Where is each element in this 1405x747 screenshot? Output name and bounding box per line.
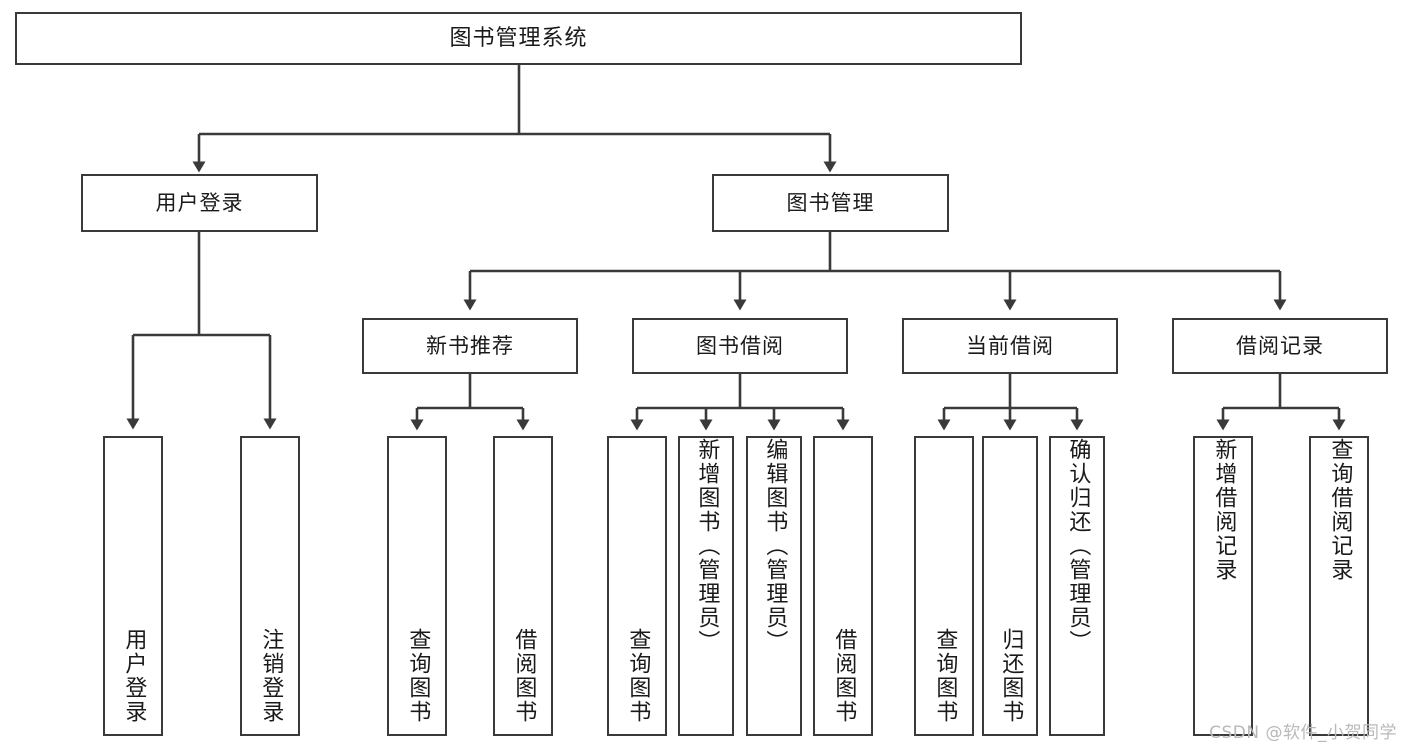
node-user-login[interactable]: 用户登录 [81,174,318,232]
leaf-borrow-borrow-book[interactable]: 借阅图书 [813,436,873,736]
leaf-borrow-add-book-admin[interactable]: 新增图书（管理员） [678,436,734,736]
node-label: 新书推荐 [426,333,514,358]
leaf-current-query-book[interactable]: 查询图书 [914,436,974,736]
leaf-label: 查询借阅记录 [1327,438,1353,582]
watermark: CSDN @软件_小贺同学 [1209,723,1397,743]
leaf-label: 编辑图书（管理员） [762,438,788,654]
leaf-label: 新增借阅记录 [1211,438,1237,582]
leaf-label: 查询图书 [405,628,431,724]
leaf-user-login-logout[interactable]: 注销登录 [240,436,300,736]
node-label: 借阅记录 [1236,333,1324,358]
node-borrow-record[interactable]: 借阅记录 [1172,318,1388,374]
node-new-book-recommend[interactable]: 新书推荐 [362,318,578,374]
leaf-borrow-edit-book-admin[interactable]: 编辑图书（管理员） [746,436,802,736]
leaf-record-query-record[interactable]: 查询借阅记录 [1309,436,1369,736]
leaf-label: 借阅图书 [511,628,537,724]
node-label: 图书管理 [786,190,875,215]
leaf-recommend-borrow-book[interactable]: 借阅图书 [493,436,553,736]
leaf-label: 新增图书（管理员） [694,438,720,654]
leaf-label: 借阅图书 [831,628,857,724]
node-book-borrow[interactable]: 图书借阅 [632,318,848,374]
node-book-management[interactable]: 图书管理 [712,174,949,232]
node-root-图书管理系统[interactable]: 图书管理系统 [15,12,1022,65]
leaf-label: 确认归还（管理员） [1065,438,1091,654]
leaf-record-add-record[interactable]: 新增借阅记录 [1193,436,1253,736]
node-label: 图书借阅 [696,333,784,358]
leaf-user-login-login[interactable]: 用户登录 [103,436,163,736]
leaf-label: 查询图书 [625,628,651,724]
leaf-current-confirm-return-admin[interactable]: 确认归还（管理员） [1049,436,1105,736]
node-label: 图书管理系统 [449,25,588,51]
leaf-recommend-query-book[interactable]: 查询图书 [387,436,447,736]
leaf-label: 注销登录 [258,628,284,724]
node-current-borrow[interactable]: 当前借阅 [902,318,1118,374]
leaf-current-return-book[interactable]: 归还图书 [982,436,1038,736]
leaf-label: 用户登录 [121,628,147,724]
node-label: 当前借阅 [966,333,1054,358]
leaf-borrow-query-book[interactable]: 查询图书 [607,436,667,736]
leaf-label: 查询图书 [932,628,958,724]
leaf-label: 归还图书 [998,628,1024,724]
node-label: 用户登录 [155,190,244,215]
